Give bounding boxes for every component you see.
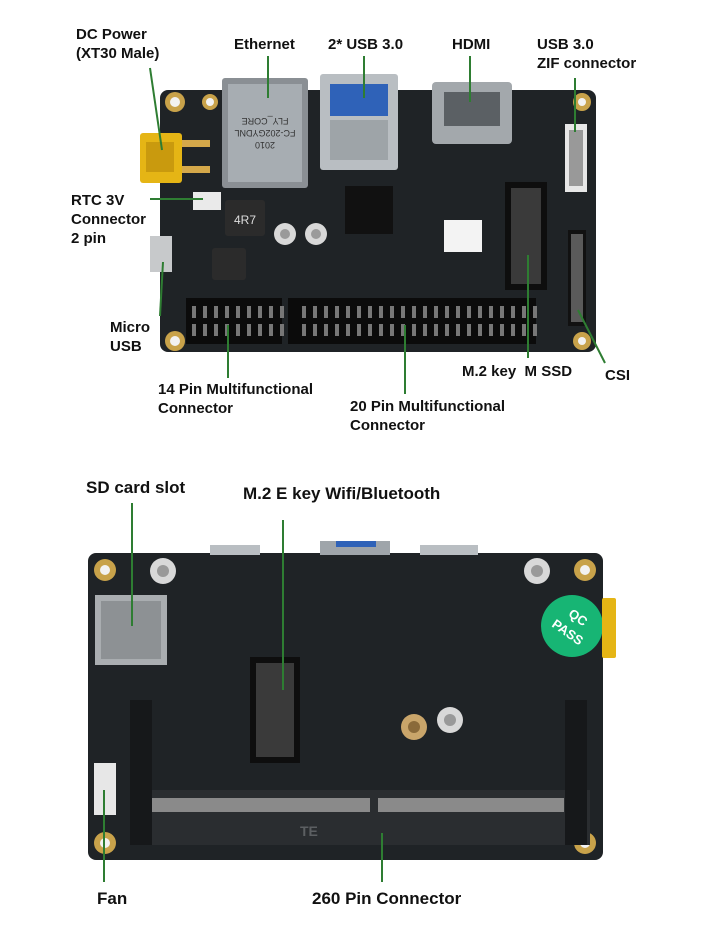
label-micro-usb-line1: Micro [110,319,151,336]
label-dc-power-line1: DC Power [76,26,147,43]
label-micro-usb: Micro USB [110,318,150,356]
label-20-pin: 20 Pin Multifunctional Connector [350,397,505,435]
label-20-pin-line1: 20 Pin Multifunctional [350,398,506,415]
label-usb30-dual: 2* USB 3.0 [328,36,404,53]
bottom-board [88,553,603,860]
label-dc-power-line2: (XT30 Male) [76,45,160,62]
label-m2-wifi: M.2 E key Wifi/Bluetooth [243,484,441,503]
label-rtc: RTC 3V Connector 2 pin [71,191,146,248]
label-dc-power: DC Power (XT30 Male) [76,25,159,63]
yellow-tab [602,598,616,658]
label-sd-card: SD card slot [86,478,186,497]
label-rtc-line1: RTC 3V [71,192,125,209]
label-ethernet: Ethernet [234,36,295,53]
label-hdmi: HDMI [452,36,491,53]
label-micro-usb-line2: USB [110,338,142,355]
label-rtc-line2: Connector [71,211,146,228]
label-usb-zif-line1: USB 3.0 [537,36,594,53]
label-csi: CSI [605,367,631,384]
label-fan: Fan [97,889,128,908]
label-14-pin-line2: Connector [158,400,233,417]
label-m2-ssd: M.2 key M SSD [462,363,573,380]
label-20-pin-line2: Connector [350,417,425,434]
label-14-pin: 14 Pin Multifunctional Connector [158,380,313,418]
label-usb-zif: USB 3.0 ZIF connector [537,35,636,73]
top-board [160,90,596,352]
label-rtc-line3: 2 pin [71,230,107,247]
label-usb-zif-line2: ZIF connector [537,55,637,72]
label-14-pin-line1: 14 Pin Multifunctional [158,381,314,398]
label-260-pin: 260 Pin Connector [312,889,462,908]
